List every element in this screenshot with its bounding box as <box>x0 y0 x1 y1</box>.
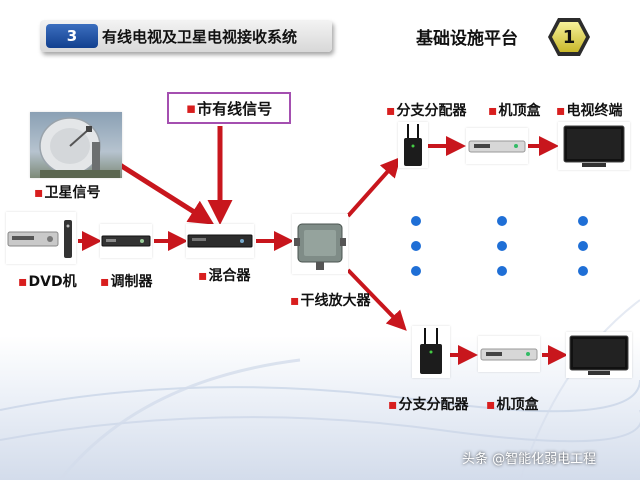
header-bar: 3 有线电视及卫星电视接收系统 <box>40 20 332 52</box>
bullet-marker: ▪ <box>185 99 197 117</box>
bottom-set-top-box-image <box>478 336 540 372</box>
dvd-label: ▪DVD机 <box>18 271 77 291</box>
set-top-box-icon <box>480 348 538 361</box>
arrow-amplifier-to-bottom-branch <box>346 268 407 331</box>
bottom-branch-label: ▪分支分配器 <box>388 394 469 414</box>
top-branch-label: ▪分支分配器 <box>386 100 467 120</box>
platform-badge: 1 <box>547 16 591 58</box>
trunk-amplifier-image <box>292 214 348 274</box>
badge-number: 1 <box>562 26 576 48</box>
bullet-marker: ▪ <box>488 103 498 119</box>
city-cable-label: 市有线信号 <box>197 99 273 118</box>
top-tv-label: ▪电视终端 <box>556 100 623 120</box>
modulator-label: ▪调制器 <box>100 271 153 291</box>
arrow-satellite-to-mixer <box>118 162 215 225</box>
bullet-marker: ▪ <box>386 103 396 119</box>
ellipsis-dots <box>411 216 588 276</box>
top-stb-label: ▪机顶盒 <box>488 100 541 120</box>
bottom-tv-image <box>566 332 632 378</box>
city-cable-signal-box: ▪ 市有线信号 <box>167 92 291 124</box>
bottom-branch-label-text: 分支分配器 <box>398 397 469 413</box>
bullet-marker: ▪ <box>556 103 566 119</box>
satellite-label: ▪卫星信号 <box>34 182 101 202</box>
bullet-marker: ▪ <box>100 274 110 290</box>
bullet-marker: ▪ <box>388 397 398 413</box>
watermark: 头条 @智能化弱电工程 <box>462 452 597 467</box>
dvd-player-icon <box>7 220 72 258</box>
bullet-marker: ▪ <box>18 274 28 290</box>
amplifier-icon <box>294 223 346 270</box>
top-set-top-box-image <box>466 128 528 164</box>
bullet-marker: ▪ <box>290 293 300 309</box>
dvd-player-image <box>6 212 76 264</box>
arrow-amplifier-to-top-branch <box>346 157 401 218</box>
top-tv-image <box>558 122 630 170</box>
top-branch-router-image <box>398 122 428 168</box>
trunk-amplifier-label: ▪干线放大器 <box>290 290 371 310</box>
tv-icon <box>569 335 629 375</box>
mixer-label: ▪混合器 <box>198 265 251 285</box>
page-title: 有线电视及卫星电视接收系统 <box>102 27 298 46</box>
satellite-label-text: 卫星信号 <box>44 185 101 201</box>
bottom-branch-router-image <box>412 326 450 378</box>
section-number: 3 <box>46 24 98 48</box>
platform-title: 基础设施平台 <box>416 29 518 49</box>
modulator-image <box>100 224 152 258</box>
dvd-label-text: DVD机 <box>28 274 77 290</box>
satellite-dish-image <box>30 112 122 178</box>
router-icon <box>420 328 442 374</box>
bullet-marker: ▪ <box>198 268 208 284</box>
router-icon <box>404 124 422 166</box>
bullet-marker: ▪ <box>34 185 44 201</box>
bottom-stb-label: ▪机顶盒 <box>486 394 539 414</box>
bullet-marker: ▪ <box>486 397 496 413</box>
satellite-dish-icon <box>39 117 120 178</box>
top-branch-label-text: 分支分配器 <box>396 103 467 119</box>
set-top-box-icon <box>468 140 526 153</box>
top-stb-label-text: 机顶盒 <box>498 103 541 119</box>
mixer-image <box>186 224 254 258</box>
tv-icon <box>563 125 625 167</box>
hexagon-badge-icon <box>548 18 590 56</box>
trunk-amplifier-label-text: 干线放大器 <box>300 293 371 309</box>
mixer-label-text: 混合器 <box>208 268 251 284</box>
mixer-icon <box>187 234 253 248</box>
modulator-icon <box>101 235 151 247</box>
modulator-label-text: 调制器 <box>110 274 153 290</box>
bottom-stb-label-text: 机顶盒 <box>496 397 539 413</box>
top-tv-label-text: 电视终端 <box>566 103 623 119</box>
